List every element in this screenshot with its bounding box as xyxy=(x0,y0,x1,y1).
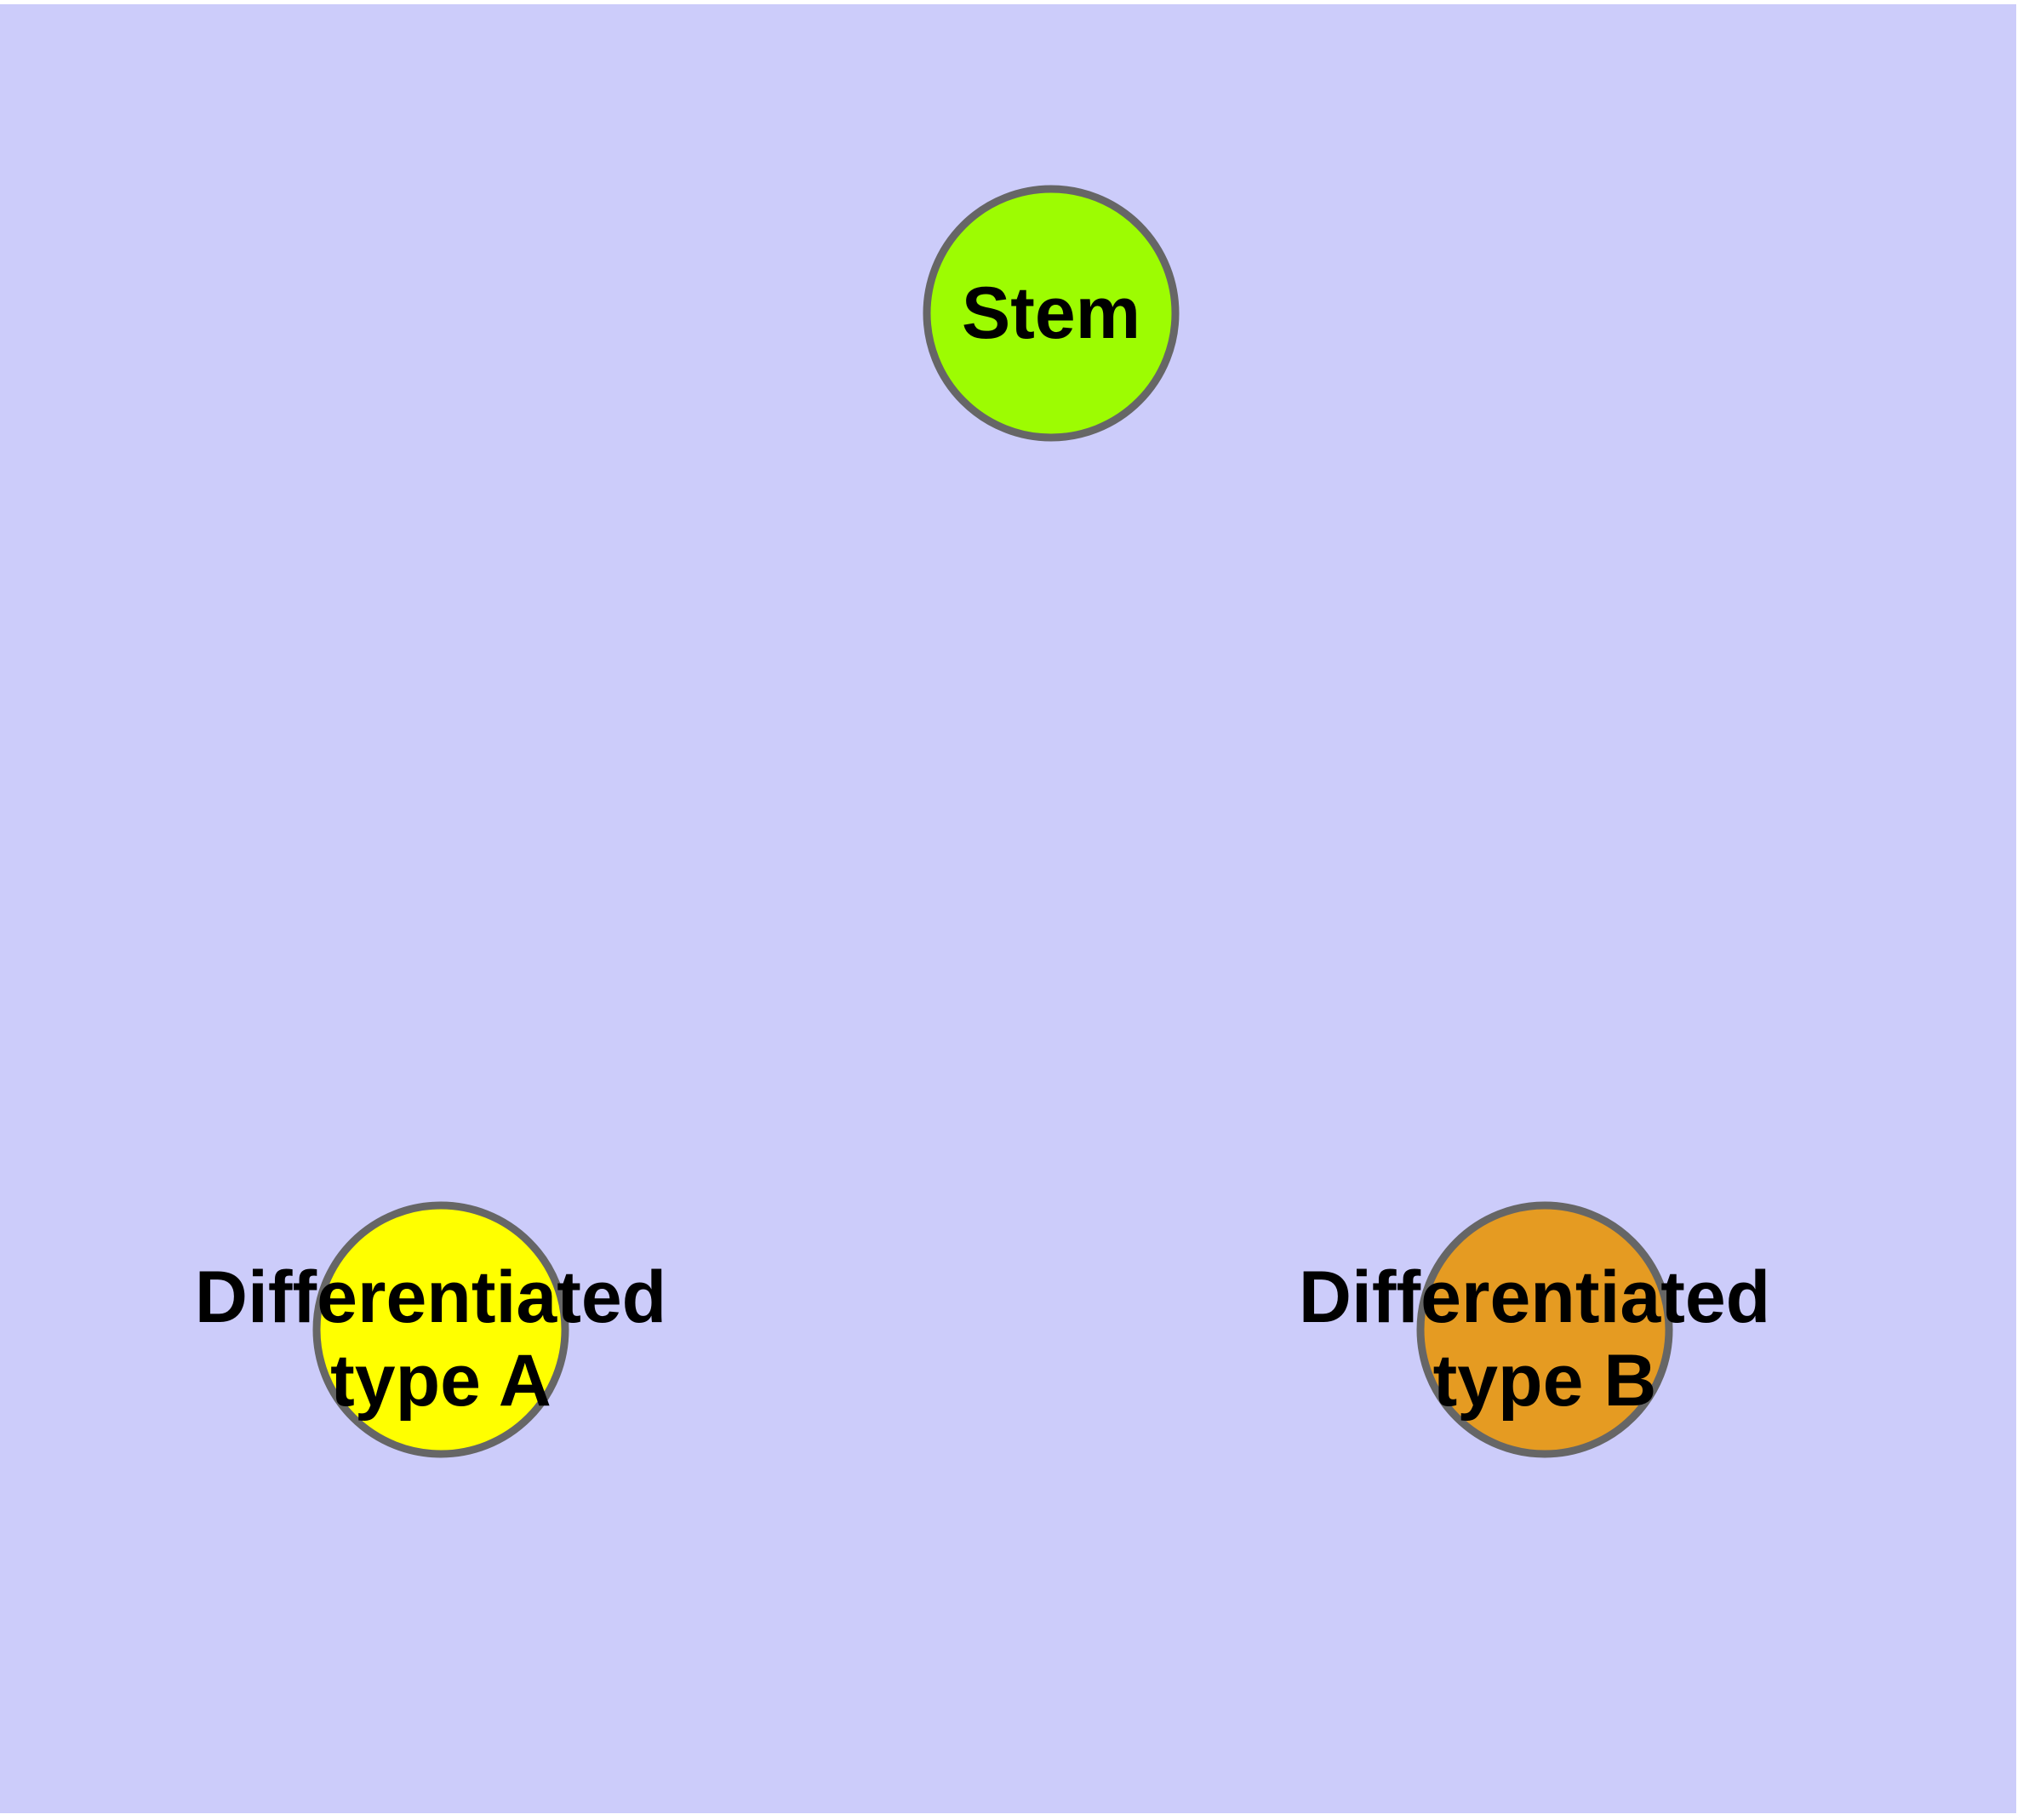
node-layer: Stem Differentiated type A Differentiate… xyxy=(195,185,1791,1458)
node-differentiated-type-a-label-line-0: Differentiated xyxy=(195,1256,666,1338)
node-stem-label-line-0: Stem xyxy=(962,272,1140,354)
node-differentiated-type-b[interactable]: Differentiated type B xyxy=(1299,1201,1791,1458)
node-differentiated-type-b-label: Differentiated type B xyxy=(1299,1256,1791,1422)
edge-stem-to-differentiated-type-b[interactable] xyxy=(1131,407,1466,1234)
node-differentiated-type-b-circle[interactable] xyxy=(1416,1201,1673,1458)
node-differentiated-type-b-label-line-1: type B xyxy=(1433,1340,1657,1422)
node-stem[interactable]: Stem xyxy=(923,185,1180,442)
node-stem-circle[interactable] xyxy=(923,185,1180,442)
node-differentiated-type-a-label: Differentiated type A xyxy=(195,1256,687,1422)
node-differentiated-type-a[interactable]: Differentiated type A xyxy=(195,1201,687,1458)
node-differentiated-type-a-circle[interactable] xyxy=(312,1201,569,1458)
node-differentiated-type-a-label-line-1: type A xyxy=(330,1340,552,1422)
edge-stem-to-differentiated-type-a[interactable] xyxy=(521,407,970,1234)
node-stem-label: Stem xyxy=(962,272,1140,354)
edge-layer xyxy=(521,407,1466,1234)
node-differentiated-type-b-label-line-0: Differentiated xyxy=(1299,1256,1770,1338)
